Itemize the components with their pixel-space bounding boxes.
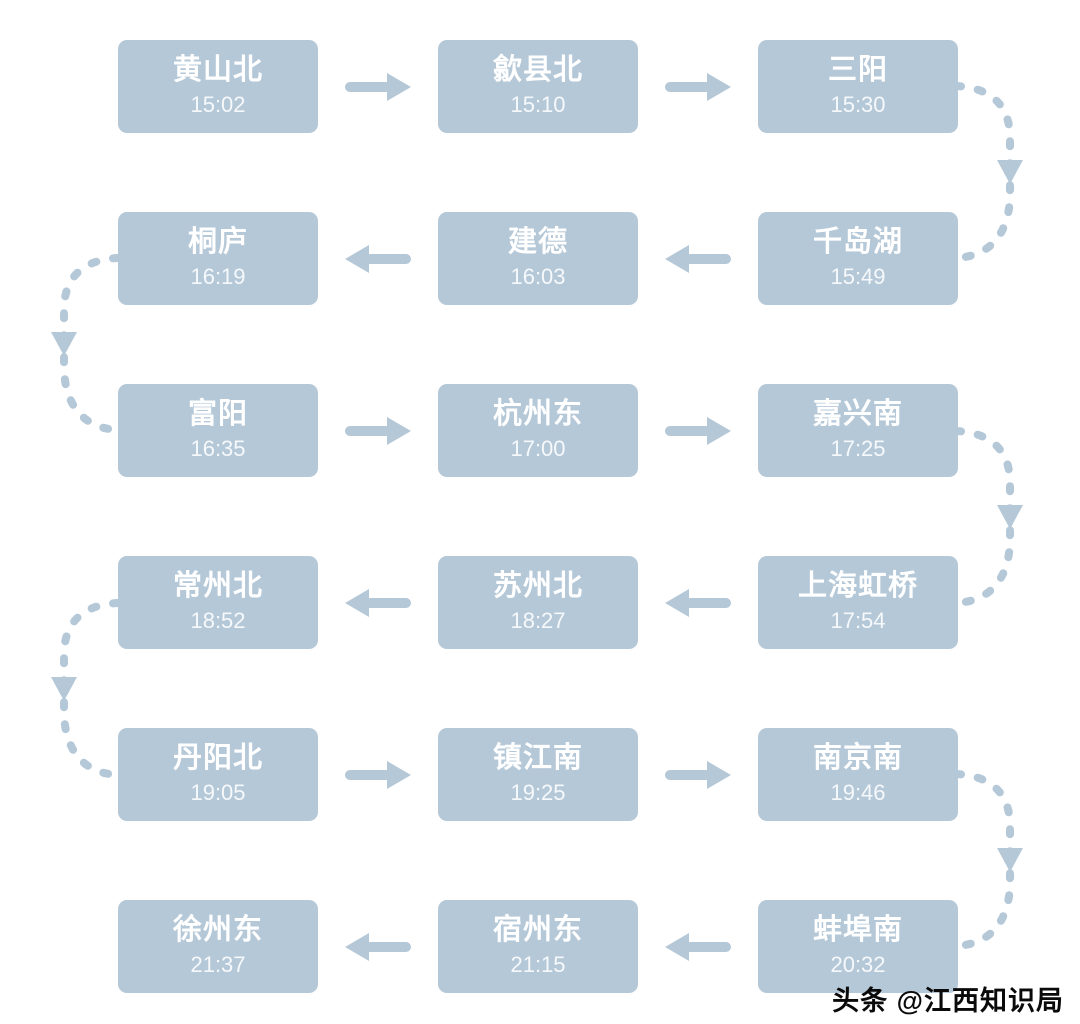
station-box: 千岛湖 15:49 — [758, 212, 958, 305]
arrow-left-icon — [665, 932, 731, 961]
station-name: 黄山北 — [172, 54, 263, 87]
station-name: 徐州东 — [172, 914, 263, 947]
station-time: 16:03 — [510, 263, 566, 289]
arrow-left-icon — [345, 932, 411, 961]
station-box: 黄山北 15:02 — [118, 40, 318, 133]
station-time: 16:19 — [190, 263, 246, 289]
station-box: 杭州东 17:00 — [438, 384, 638, 477]
station-time: 15:49 — [830, 263, 886, 289]
station-box: 蚌埠南 20:32 — [758, 900, 958, 993]
station-time: 18:27 — [510, 607, 566, 633]
arrow-right-icon — [345, 760, 411, 789]
station-name: 南京南 — [812, 742, 903, 775]
station-name: 建德 — [507, 226, 568, 259]
station-time: 18:52 — [190, 607, 246, 633]
station-time: 21:37 — [190, 951, 246, 977]
station-name: 富阳 — [187, 398, 248, 431]
station-box: 歙县北 15:10 — [438, 40, 638, 133]
station-time: 17:54 — [830, 607, 886, 633]
station-name: 镇江南 — [492, 742, 583, 775]
station-name: 嘉兴南 — [812, 398, 903, 431]
station-name: 千岛湖 — [812, 226, 903, 259]
station-box: 建德 16:03 — [438, 212, 638, 305]
station-time: 21:15 — [510, 951, 566, 977]
station-time: 15:10 — [510, 91, 566, 117]
station-name: 三阳 — [827, 54, 888, 87]
station-box: 徐州东 21:37 — [118, 900, 318, 993]
station-box: 上海虹桥 17:54 — [758, 556, 958, 649]
station-time: 15:30 — [830, 91, 886, 117]
connector-down-right-icon — [954, 82, 1023, 262]
station-time: 16:35 — [190, 435, 246, 461]
station-name: 宿州东 — [492, 914, 583, 947]
station-name: 苏州北 — [492, 570, 583, 603]
station-box: 嘉兴南 17:25 — [758, 384, 958, 477]
station-name: 丹阳北 — [172, 742, 263, 775]
connector-down-right-icon — [954, 770, 1023, 950]
station-time: 17:00 — [510, 435, 566, 461]
connector-down-right-icon — [954, 427, 1023, 607]
station-box: 丹阳北 19:05 — [118, 728, 318, 821]
station-box: 三阳 15:30 — [758, 40, 958, 133]
route-row-2: 桐庐 16:19 建德 16:03 千岛湖 15:49 — [0, 212, 1080, 305]
station-time: 19:25 — [510, 779, 566, 805]
arrow-right-icon — [665, 72, 731, 101]
station-time: 19:05 — [190, 779, 246, 805]
station-name: 蚌埠南 — [812, 914, 903, 947]
arrow-right-icon — [665, 416, 731, 445]
connector-down-left-icon — [51, 254, 120, 434]
arrow-left-icon — [665, 588, 731, 617]
station-time: 15:02 — [190, 91, 246, 117]
station-name: 常州北 — [172, 570, 263, 603]
arrow-left-icon — [345, 588, 411, 617]
route-row-3: 富阳 16:35 杭州东 17:00 嘉兴南 17:25 — [0, 384, 1080, 477]
station-name: 上海虹桥 — [797, 570, 918, 603]
connector-down-left-icon — [51, 599, 120, 779]
arrow-right-icon — [665, 760, 731, 789]
arrow-right-icon — [345, 416, 411, 445]
route-row-6: 徐州东 21:37 宿州东 21:15 蚌埠南 20:32 — [0, 900, 1080, 993]
station-box: 常州北 18:52 — [118, 556, 318, 649]
station-box: 镇江南 19:25 — [438, 728, 638, 821]
watermark: 头条 @江西知识局 — [832, 986, 1064, 1016]
station-time: 19:46 — [830, 779, 886, 805]
station-time: 20:32 — [830, 951, 886, 977]
station-box: 桐庐 16:19 — [118, 212, 318, 305]
route-row-1: 黄山北 15:02 歙县北 15:10 三阳 15:30 — [0, 40, 1080, 133]
station-box: 富阳 16:35 — [118, 384, 318, 477]
station-box: 苏州北 18:27 — [438, 556, 638, 649]
route-row-4: 常州北 18:52 苏州北 18:27 上海虹桥 17:54 — [0, 556, 1080, 649]
station-name: 歙县北 — [492, 54, 583, 87]
route-row-5: 丹阳北 19:05 镇江南 19:25 南京南 19:46 — [0, 728, 1080, 821]
station-box: 南京南 19:46 — [758, 728, 958, 821]
station-time: 17:25 — [830, 435, 886, 461]
station-name: 桐庐 — [187, 226, 248, 259]
station-box: 宿州东 21:15 — [438, 900, 638, 993]
arrow-right-icon — [345, 72, 411, 101]
arrow-left-icon — [345, 244, 411, 273]
arrow-left-icon — [665, 244, 731, 273]
station-name: 杭州东 — [492, 398, 583, 431]
